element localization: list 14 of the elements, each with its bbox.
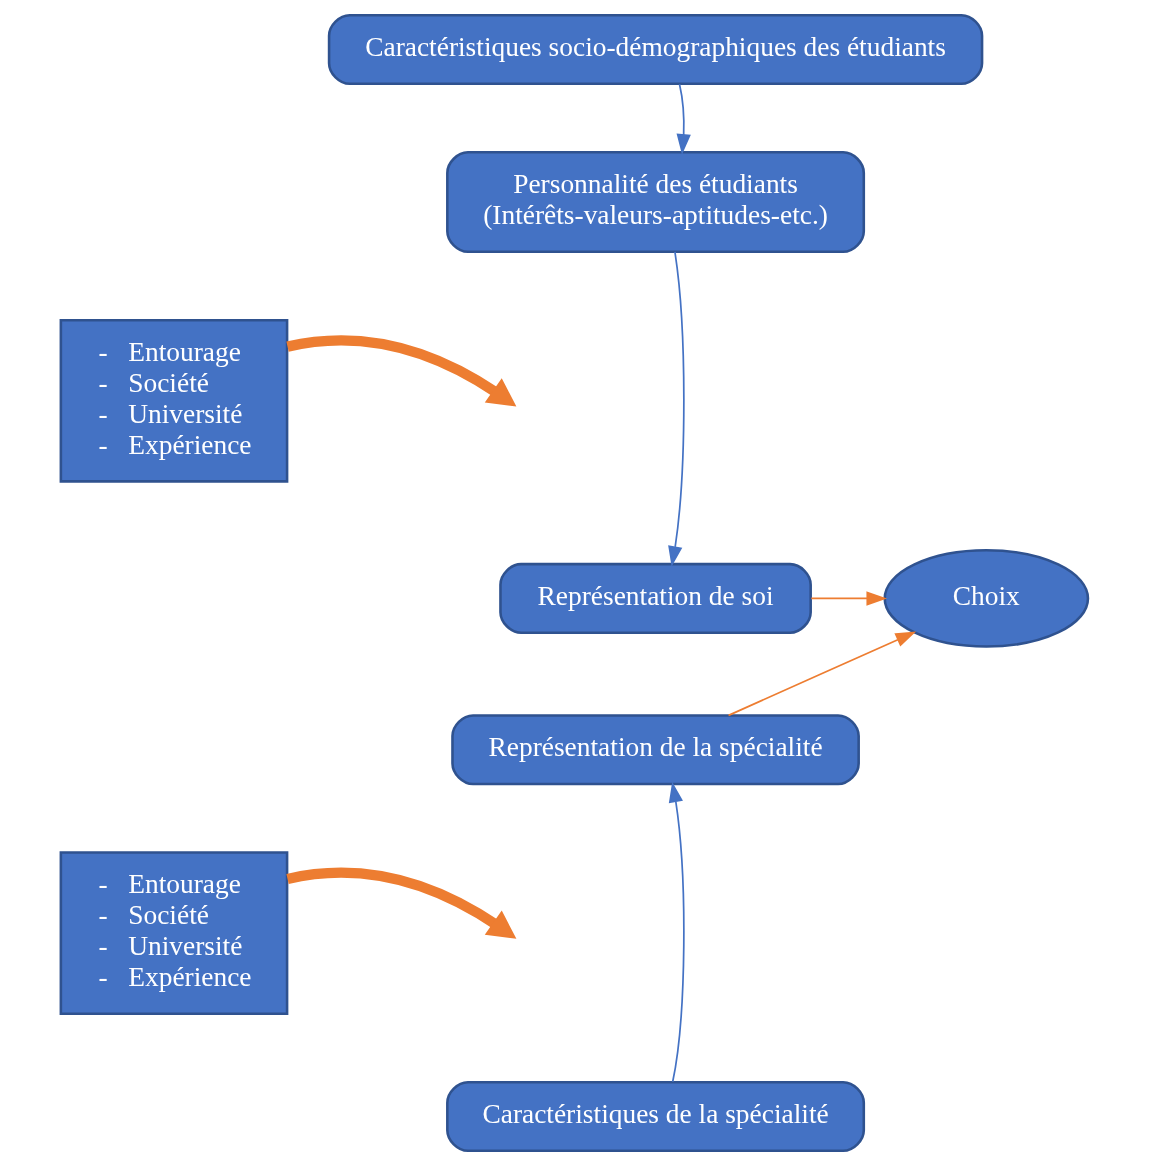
node-box: Représentation de la spécialité: [451, 714, 860, 786]
arrow: [286, 335, 517, 407]
node-box: - Entourage - Société - Université - Expérience: [59, 851, 289, 1015]
arrow: [286, 867, 517, 939]
arrow: [676, 83, 691, 155]
node-box: Représentation de soi: [499, 562, 812, 634]
arrow: [727, 631, 917, 717]
node-box: Caractéristiques de la spécialité: [446, 1080, 866, 1153]
arrow: [668, 251, 685, 567]
node-box: Personnalité des étudiants (Intérêts-valeurs-aptitudes-etc.): [446, 151, 866, 254]
arrow: [810, 591, 887, 606]
arrow: [668, 781, 685, 1083]
node-box: Caractéristiques socio-démographiques des étudiants: [327, 13, 984, 86]
node-box: - Entourage - Société - Université - Expérience: [59, 319, 289, 483]
